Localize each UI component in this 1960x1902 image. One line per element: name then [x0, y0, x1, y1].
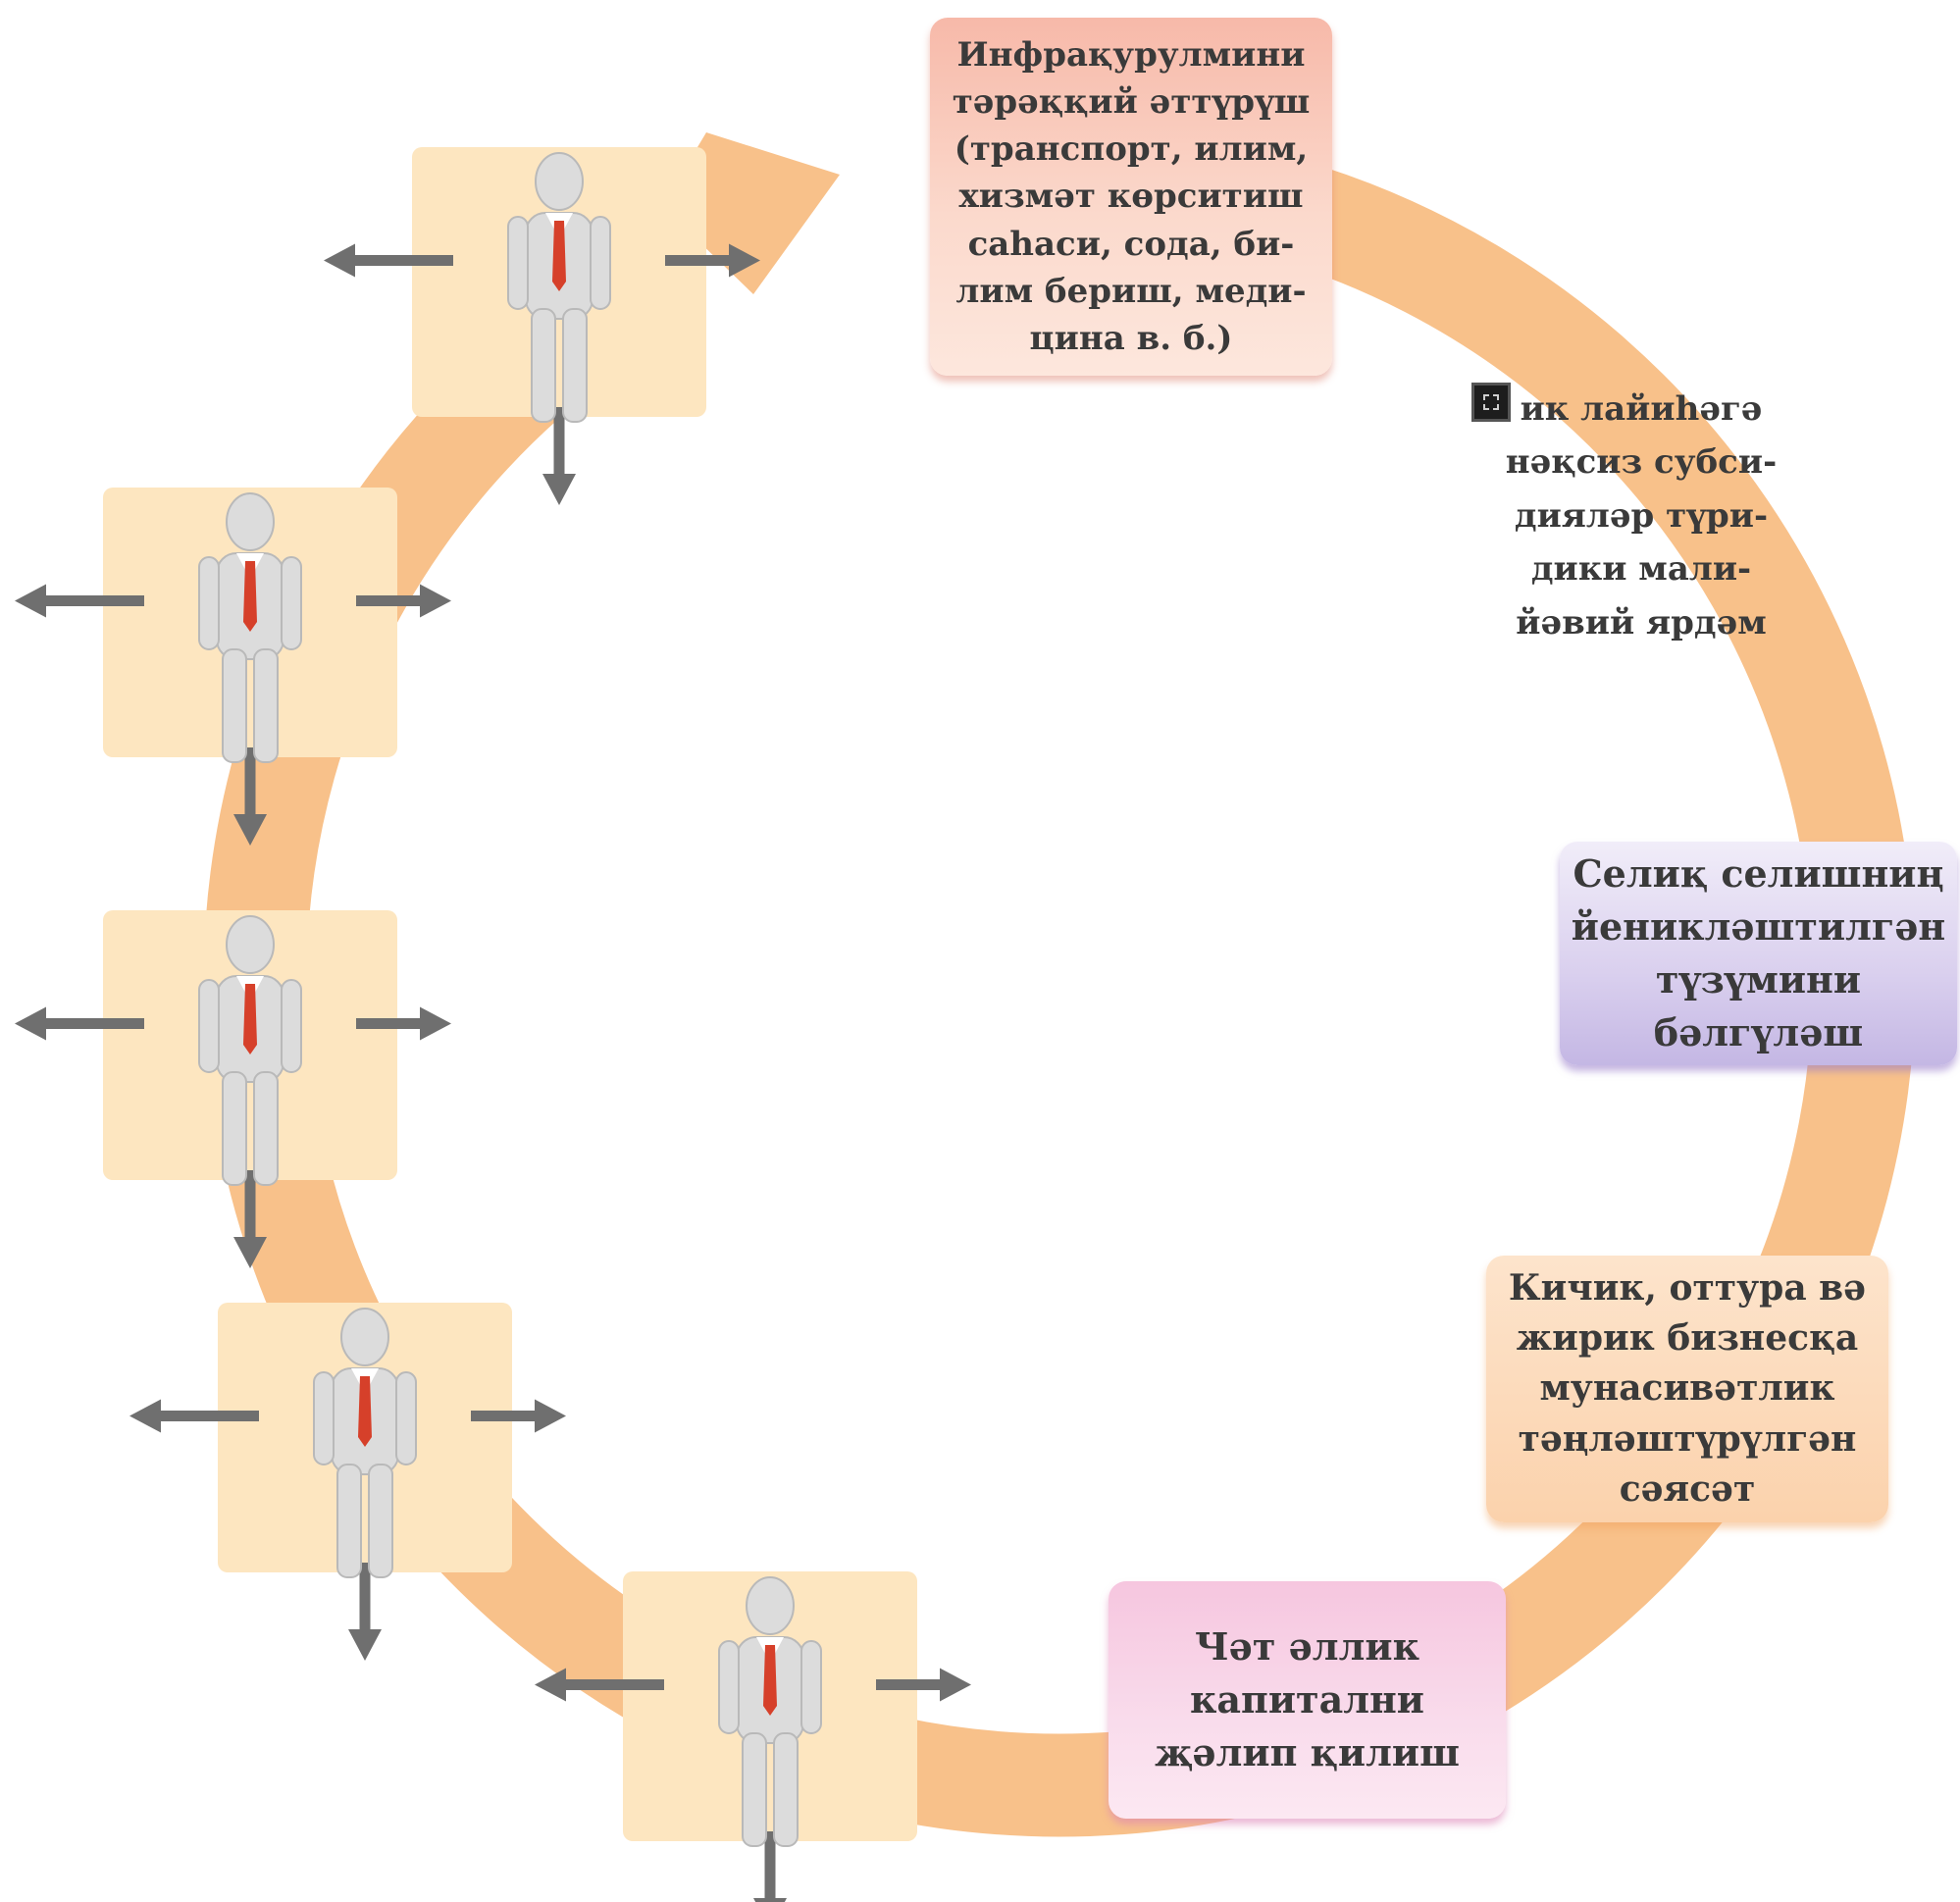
- cycle-arrowhead: [662, 132, 840, 294]
- person-icon-3: [198, 915, 302, 1186]
- arrow-left-1: [324, 243, 453, 278]
- business-policy-box: Кичик, оттура вә жирик бизнесқа мунасивә…: [1486, 1256, 1888, 1522]
- arrow-left-3: [15, 1006, 144, 1041]
- foreign-capital-box: Чәт әллик капитални җәлип қилиш: [1109, 1581, 1506, 1819]
- arrow-down-3: [233, 1170, 267, 1268]
- arrow-right-5: [876, 1668, 971, 1702]
- person-tiles: [15, 147, 971, 1902]
- person-icon-2: [198, 492, 302, 763]
- arrow-down-2: [233, 747, 267, 846]
- person-icon-1: [507, 152, 611, 423]
- infrastructure-box: Инфрақурулмини тәрәққий әттүрүш (транспо…: [930, 18, 1332, 376]
- arrow-left-4: [129, 1399, 259, 1433]
- person-icon-4: [313, 1308, 417, 1578]
- arrow-right-3: [356, 1006, 451, 1041]
- person-icon-5: [718, 1576, 822, 1847]
- arrow-left-5: [535, 1668, 664, 1702]
- arrow-left-2: [15, 584, 144, 618]
- arrow-right-4: [471, 1399, 566, 1433]
- arrow-down-4: [348, 1563, 382, 1661]
- tax-regime-box: Селиқ селишниң йеникләштилгән түзүмини б…: [1560, 842, 1957, 1065]
- arrow-right-1: [665, 243, 760, 278]
- broken-image-icon: [1471, 383, 1511, 422]
- arrow-right-2: [356, 584, 451, 618]
- arrow-down-1: [542, 407, 576, 505]
- arrow-down-5: [753, 1831, 787, 1902]
- subsidies-label: ик лайиһәгә нәқсиз субси- дияләр түри- д…: [1505, 389, 1778, 643]
